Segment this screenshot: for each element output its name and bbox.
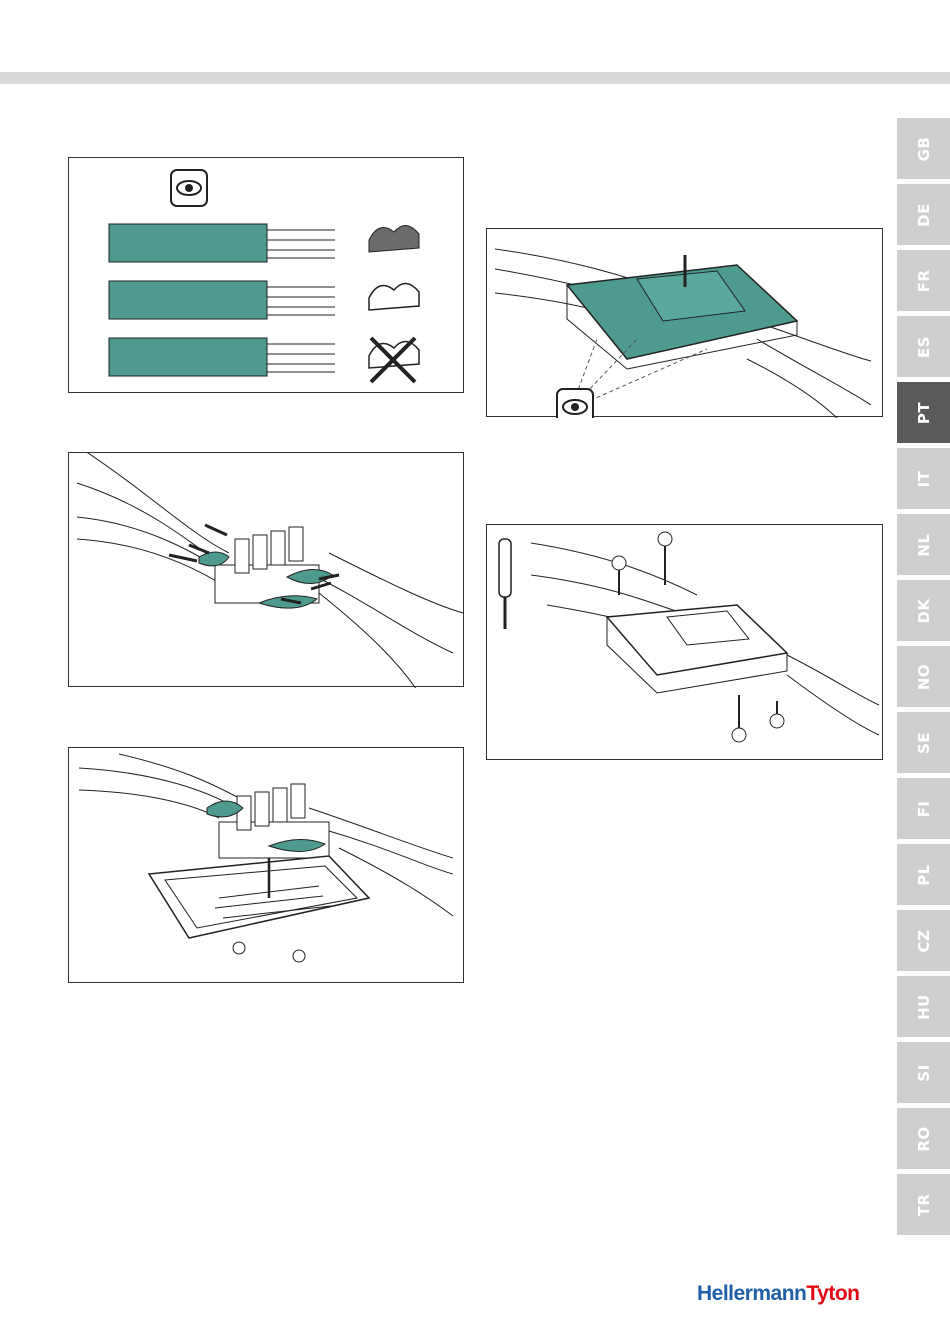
lang-tab-se[interactable]: SE [897,712,950,773]
lang-tab-it[interactable]: IT [897,448,950,509]
cable-strip-3 [109,338,335,376]
language-tabs: GB DE FR ES PT IT NL DK NO SE FI PL CZ H… [897,118,950,1240]
clamp-icon [369,225,419,252]
lang-tab-ro[interactable]: RO [897,1108,950,1169]
lang-tab-gb[interactable]: GB [897,118,950,179]
illustration-fasten-screws [486,524,883,760]
lang-tab-no[interactable]: NO [897,646,950,707]
screw-icon [770,701,784,728]
cable-strip-1 [109,224,335,262]
illustration-place-in-housing [68,747,464,983]
lang-tab-de[interactable]: DE [897,184,950,245]
lang-tab-fi[interactable]: FI [897,778,950,839]
lang-tab-cz[interactable]: CZ [897,910,950,971]
lang-tab-dk[interactable]: DK [897,580,950,641]
clamp-icon [369,283,419,310]
illustration-cable-clamp-selection [68,157,464,393]
lang-tab-fr[interactable]: FR [897,250,950,311]
illustration-close-lid [486,228,883,417]
brand-logo: HellermannTyton [697,1282,859,1306]
screw-icon [612,556,626,595]
header-bar [0,72,950,84]
screw-icon [732,695,746,742]
screwdriver-icon [499,539,511,629]
lang-tab-es[interactable]: ES [897,316,950,377]
eye-icon [171,170,207,206]
lang-tab-pt[interactable]: PT [897,382,950,443]
lang-tab-pl[interactable]: PL [897,844,950,905]
screw-icon [658,532,672,585]
lang-tab-nl[interactable]: NL [897,514,950,575]
eye-icon [557,389,593,418]
lang-tab-hu[interactable]: HU [897,976,950,1037]
lang-tab-tr[interactable]: TR [897,1174,950,1235]
cable-strip-2 [109,281,335,319]
clamp-crossed-icon [369,338,419,382]
illustration-connect-terminal [68,452,464,687]
lang-tab-si[interactable]: SI [897,1042,950,1103]
